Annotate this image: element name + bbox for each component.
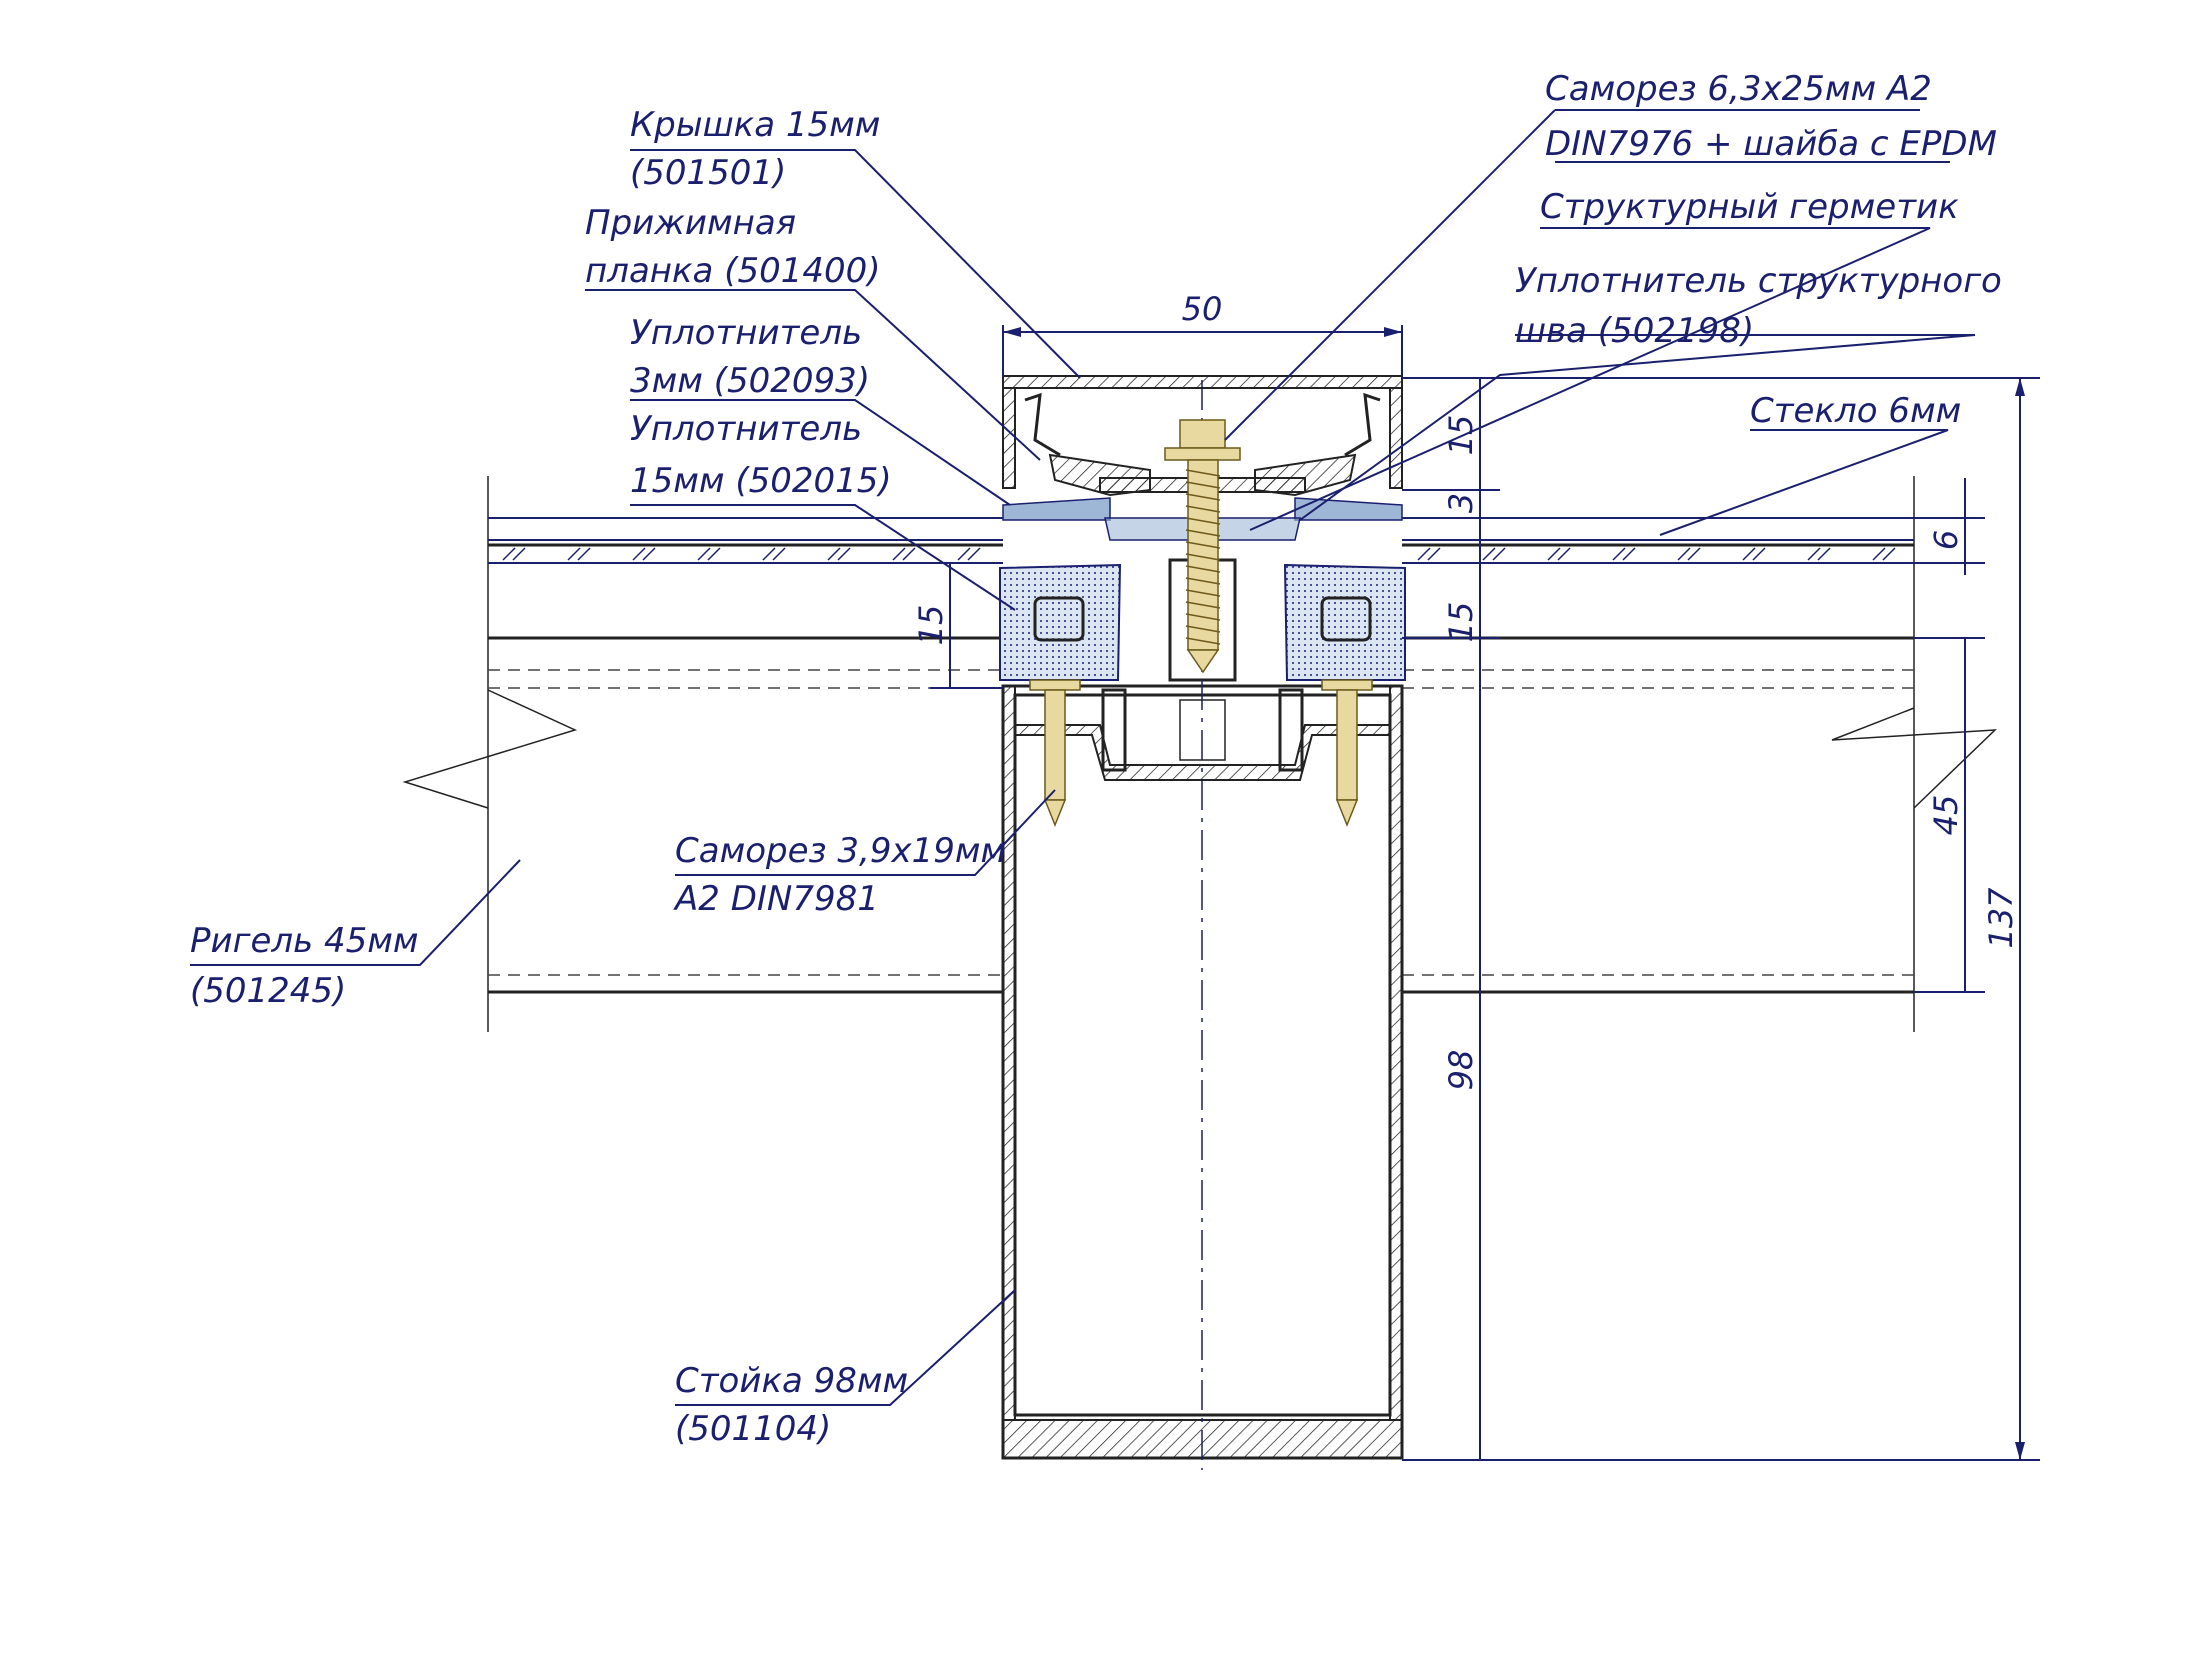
- seal-15mm-label: Уплотнитель: [630, 409, 862, 449]
- dim-transom-depth: 45: [1927, 795, 1965, 836]
- glass-hatch-mark: [697, 547, 711, 561]
- glass-hatch-mark: [1872, 547, 1886, 561]
- screw-thread: [1185, 613, 1221, 621]
- glass-hatch-mark: [892, 547, 906, 561]
- dim-mullion-depth: 98: [1442, 1050, 1480, 1091]
- screw-thread: [1185, 553, 1221, 561]
- glass-hatch-mark: [957, 547, 971, 561]
- seal-group: [999, 497, 1406, 681]
- transom-left: [402, 476, 1003, 1032]
- leader-lines: [190, 109, 1976, 1406]
- glass-hatch-mark: [1687, 547, 1701, 561]
- seal-15mm-code: 15мм (502015): [630, 461, 892, 501]
- glass-hatch-mark: [827, 547, 841, 561]
- glass-hatch-mark: [642, 547, 656, 561]
- cap-label: Крышка 15мм: [630, 105, 880, 145]
- cap-profile: [1002, 375, 1403, 497]
- glass-hatch-mark: [1807, 547, 1821, 561]
- glass-hatch-mark: [707, 547, 721, 561]
- screw-thread: [1185, 541, 1221, 549]
- screw-top-spec: DIN7976 + шайба с EPDM: [1545, 124, 1997, 164]
- dim-gap: 3: [1442, 493, 1480, 513]
- glass-hatch-marks: [502, 547, 1896, 561]
- dim-width-top: 50: [1182, 290, 1223, 328]
- glass-hatch-mark: [762, 547, 776, 561]
- pressure-plate-label: Прижимная: [585, 203, 796, 243]
- structural-seal-code: шва (502198): [1515, 311, 1754, 351]
- glass-right: [1402, 517, 1914, 564]
- glass-hatch-mark: [837, 547, 851, 561]
- dim-total-depth: 137: [1982, 887, 2020, 949]
- glass-hatch-mark: [1742, 547, 1756, 561]
- glass-hatch-mark: [1482, 547, 1496, 561]
- screw-thread: [1185, 589, 1221, 597]
- screw-small-left: [1029, 679, 1081, 828]
- glass-hatch-mark: [1557, 547, 1571, 561]
- screw-thread: [1185, 565, 1221, 573]
- screw-thread: [1185, 637, 1221, 645]
- glass-hatch-mark: [1752, 547, 1766, 561]
- glass-hatch-mark: [632, 547, 646, 561]
- glass-hatch-mark: [1427, 547, 1441, 561]
- dim-seal-height-left: 15: [912, 605, 950, 646]
- screw-small-spec: А2 DIN7981: [673, 879, 879, 919]
- mullion-code: (501104): [675, 1409, 831, 1449]
- glass-hatch-mark: [967, 547, 981, 561]
- screw-small-label: Саморез 3,9х19мм: [675, 831, 1006, 871]
- glass-hatch-mark: [1547, 547, 1561, 561]
- mullion-label: Стойка 98мм: [675, 1361, 908, 1401]
- glass-hatch-mark: [512, 547, 526, 561]
- glass-hatch-mark: [772, 547, 786, 561]
- transom-right: [1402, 476, 1997, 1032]
- glass-label: Стекло 6мм: [1750, 391, 1961, 431]
- dim-glass-thickness: 6: [1927, 530, 1965, 550]
- seal-3mm-label: Уплотнитель: [630, 313, 862, 353]
- glass-hatch-mark: [502, 547, 516, 561]
- screw-thread: [1185, 481, 1221, 489]
- screw-thread: [1185, 601, 1221, 609]
- glass-hatch-mark: [1677, 547, 1691, 561]
- glass-hatch-mark: [1492, 547, 1506, 561]
- screw-thread: [1185, 493, 1221, 501]
- screw-thread: [1185, 625, 1221, 633]
- structural-seal-label: Уплотнитель структурного: [1515, 261, 2002, 301]
- screw-thread: [1185, 529, 1221, 537]
- screw-small-right: [1321, 679, 1373, 828]
- screw-thread: [1185, 469, 1221, 477]
- screw-thread: [1185, 577, 1221, 585]
- glass-hatch-mark: [1817, 547, 1831, 561]
- glass-hatch-mark: [1882, 547, 1896, 561]
- cap-code: (501501): [630, 153, 786, 193]
- glass-hatch-mark: [577, 547, 591, 561]
- glass-hatch-mark: [1612, 547, 1626, 561]
- glass-left: [488, 517, 1003, 564]
- seal-3mm-code: 3мм (502093): [630, 361, 870, 401]
- screw-thread: [1185, 505, 1221, 513]
- mullion-profile: [1001, 380, 1404, 1470]
- screw-top-threads: [1185, 469, 1221, 645]
- dim-seal-height-right: 15: [1442, 602, 1480, 643]
- transom-code: (501245): [190, 971, 346, 1011]
- structural-sealant-label: Структурный герметик: [1540, 187, 1959, 227]
- screw-top-label: Саморез 6,3х25мм А2: [1545, 69, 1932, 109]
- screw-top: [1164, 419, 1241, 674]
- transom-label: Ригель 45мм: [190, 921, 419, 961]
- glass-hatch-mark: [567, 547, 581, 561]
- pressure-plate-code: планка (501400): [585, 251, 881, 291]
- glass-hatch-mark: [902, 547, 916, 561]
- glass-hatch-mark: [1417, 547, 1431, 561]
- screw-thread: [1185, 517, 1221, 525]
- dim-cap-height: 15: [1442, 415, 1480, 456]
- glass-hatch-mark: [1622, 547, 1636, 561]
- dimension-lines: [930, 325, 2040, 1461]
